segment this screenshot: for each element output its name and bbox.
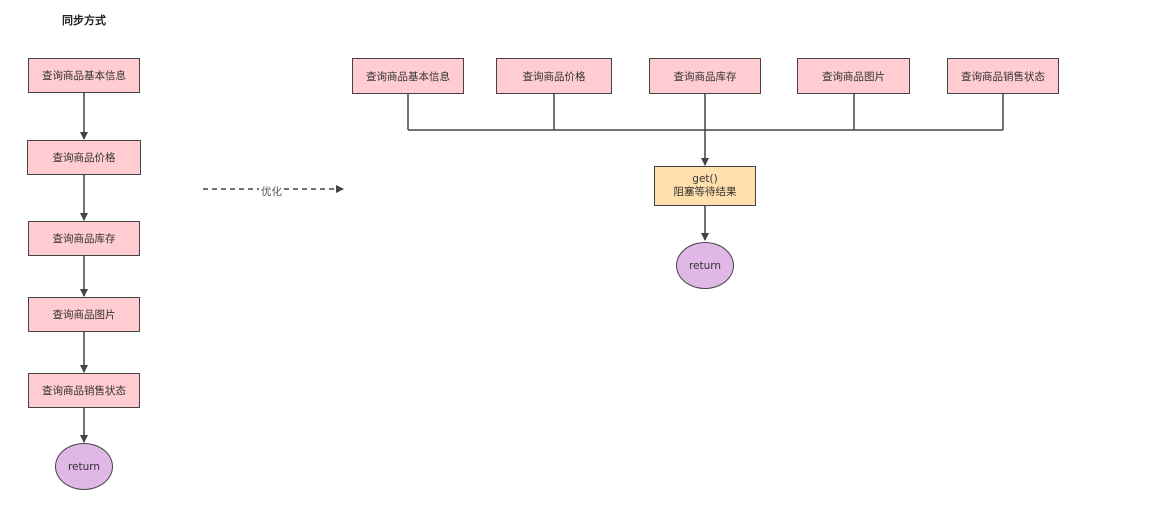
async-task-price: 查询商品价格 — [496, 58, 612, 94]
page-title: 同步方式 — [62, 14, 106, 27]
async-task-stock: 查询商品库存 — [649, 58, 761, 94]
sync-step-image: 查询商品图片 — [28, 297, 140, 332]
optimize-label: 优化 — [259, 184, 284, 199]
async-return-node: return — [676, 242, 734, 289]
async-task-basic-info: 查询商品基本信息 — [352, 58, 464, 94]
sync-step-price: 查询商品价格 — [27, 140, 141, 175]
sync-step-basic-info: 查询商品基本信息 — [28, 58, 140, 93]
sync-step-stock: 查询商品库存 — [28, 221, 140, 256]
sync-return-node: return — [55, 443, 113, 490]
wait-result-caption: 阻塞等待结果 — [673, 186, 737, 198]
async-task-sale-status: 查询商品销售状态 — [947, 58, 1059, 94]
wait-result-call: get() — [692, 173, 718, 185]
wait-result-node: get() 阻塞等待结果 — [654, 166, 756, 206]
sync-step-sale-status: 查询商品销售状态 — [28, 373, 140, 408]
async-task-image: 查询商品图片 — [797, 58, 910, 94]
